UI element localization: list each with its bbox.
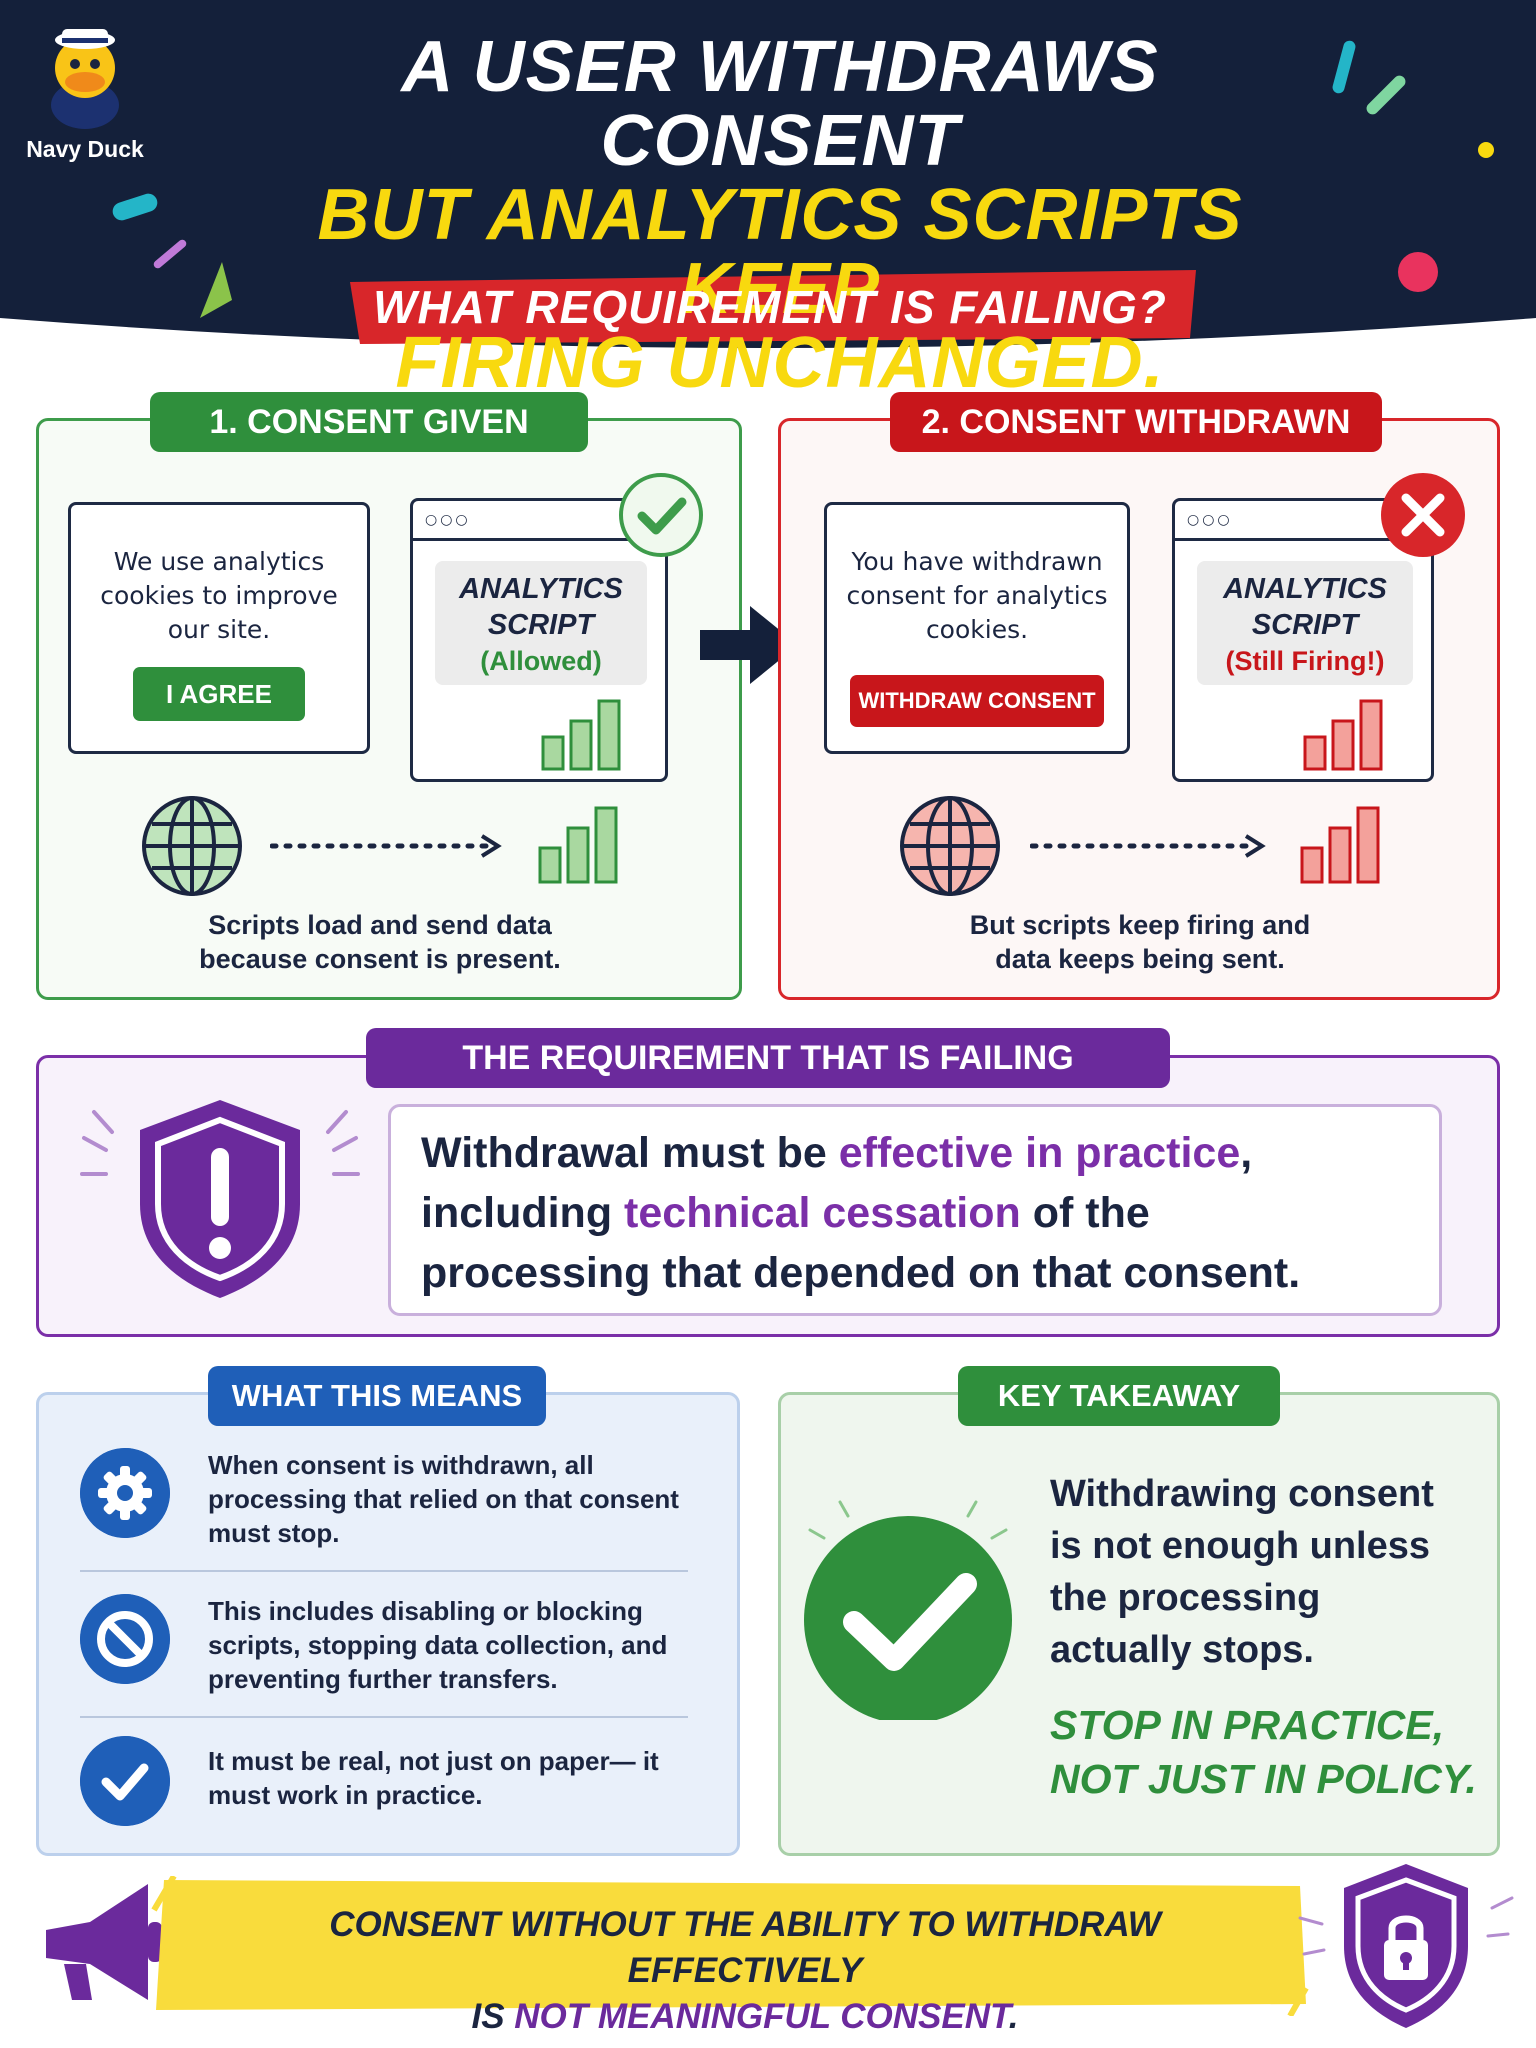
bar-chart-icon (1300, 806, 1380, 884)
bar-chart-icon (541, 699, 621, 771)
footer-text: IS (471, 1997, 515, 2036)
requirement-line-2: including technical cessation of the (421, 1183, 1409, 1243)
caption-line-1: Scripts load and send data (208, 910, 552, 940)
agree-button[interactable]: I AGREE (133, 667, 305, 721)
brand-name: Navy Duck (26, 136, 144, 162)
slogan-line-1: STOP IN PRACTICE, (1050, 1702, 1445, 1748)
window-titlebar: ○○○ (1175, 501, 1431, 541)
script-window-allowed: ○○○ ANALYTICS SCRIPT (Allowed) (410, 498, 668, 782)
megaphone-icon (46, 1884, 162, 2000)
caption-line-2: because consent is present. (199, 944, 561, 974)
consent-withdrawn-caption: But scripts keep firing and data keeps b… (860, 908, 1420, 976)
script-title-2: SCRIPT (487, 609, 595, 641)
slogan-line-2: NOT JUST IN POLICY. (1050, 1756, 1477, 1802)
warning-shield-icon (80, 1100, 360, 1298)
requirement-label: THE REQUIREMENT THAT IS FAILING (366, 1028, 1170, 1088)
requirement-text: of the (1020, 1189, 1150, 1237)
script-label: ANALYTICS SCRIPT (Still Firing!) (1197, 561, 1413, 685)
block-icon (80, 1594, 170, 1684)
list-item-text: It must be real, not just on paper— it m… (208, 1746, 659, 1810)
divider (80, 1716, 688, 1718)
script-title-1: ANALYTICS (1223, 573, 1387, 605)
x-badge-icon (1381, 473, 1465, 557)
requirement-line-1: Withdrawal must be effective in practice… (421, 1123, 1409, 1183)
check-badge-icon (619, 473, 703, 557)
title-line-2: BUT ANALYTICS SCRIPTS KEEP (317, 175, 1243, 329)
key-takeaway-slogan: STOP IN PRACTICE, NOT JUST IN POLICY. (1050, 1698, 1490, 1806)
footer-line-2: IS NOT MEANINGFUL CONSENT. (210, 1994, 1280, 2040)
divider (80, 1570, 688, 1572)
script-label: ANALYTICS SCRIPT (Allowed) (435, 561, 647, 685)
bar-chart-icon (538, 806, 618, 884)
footer-highlight: NOT MEANINGFUL CONSENT (514, 1997, 1009, 2036)
requirement-statement: Withdrawal must be effective in practice… (388, 1104, 1442, 1316)
footer-line-1: CONSENT WITHOUT THE ABILITY TO WITHDRAW … (329, 1905, 1161, 1990)
caption-line-1: But scripts keep firing and (969, 910, 1311, 940)
title-line-3: FIRING UNCHANGED. (395, 323, 1165, 403)
script-status: (Allowed) (480, 646, 602, 676)
question-banner: WHAT REQUIREMENT IS FAILING? (373, 281, 1167, 333)
list-item-text: This includes disabling or blocking scri… (208, 1596, 668, 1694)
requirement-text: , (1240, 1129, 1253, 1177)
consent-given-label: 1. CONSENT GIVEN (150, 392, 588, 452)
consent-withdrawn-label: 2. CONSENT WITHDRAWN (890, 392, 1382, 452)
lock-shield-icon (1298, 1864, 1514, 2028)
withdrawal-banner: You have withdrawn consent for analytics… (824, 502, 1130, 754)
script-title-1: ANALYTICS (459, 573, 623, 605)
requirement-highlight: technical cessation (624, 1189, 1021, 1237)
duck-mascot-icon (51, 29, 119, 129)
header: Navy Duck A USER WITHDRAWS CONSENT BUT A… (0, 0, 1536, 400)
title-line-1: A USER WITHDRAWS CONSENT (401, 27, 1159, 181)
right-arrow-icon (700, 606, 798, 684)
data-flow-arrow-icon (1030, 834, 1266, 858)
globe-icon (142, 796, 242, 896)
script-status: (Still Firing!) (1225, 646, 1385, 676)
withdraw-consent-button[interactable]: WITHDRAW CONSENT (850, 675, 1104, 727)
header-background (0, 0, 1536, 348)
big-check-icon (804, 1500, 1012, 1720)
list-item-text: When consent is withdrawn, all processin… (208, 1450, 679, 1548)
script-title-2: SCRIPT (1251, 609, 1359, 641)
logo: Navy Duck (20, 20, 150, 163)
script-window-still-firing: ○○○ ANALYTICS SCRIPT (Still Firing!) (1172, 498, 1434, 782)
caption-line-2: data keeps being sent. (995, 944, 1285, 974)
requirement-text: including (421, 1189, 625, 1237)
gear-icon (80, 1448, 170, 1538)
cookie-banner: We use analytics cookies to improve our … (68, 502, 370, 754)
window-titlebar: ○○○ (413, 501, 665, 541)
requirement-text: Withdrawal must be (421, 1129, 839, 1177)
footer-banner (151, 1876, 1309, 2016)
cookie-banner-text: We use analytics cookies to improve our … (100, 547, 338, 644)
window-dots-icon: ○○○ (1187, 512, 1233, 528)
key-takeaway-label: KEY TAKEAWAY (958, 1366, 1280, 1426)
what-this-means-label: WHAT THIS MEANS (208, 1366, 546, 1426)
consent-given-caption: Scripts load and send data because conse… (100, 908, 660, 976)
bar-chart-icon (1303, 699, 1383, 771)
check-icon (80, 1736, 170, 1826)
footer-message: CONSENT WITHOUT THE ABILITY TO WITHDRAW … (210, 1902, 1280, 2040)
requirement-line-3: processing that depended on that consent… (421, 1249, 1301, 1297)
data-flow-arrow-icon (270, 834, 502, 858)
footer-text: . (1008, 1997, 1019, 2036)
window-dots-icon: ○○○ (425, 512, 471, 528)
globe-icon (900, 796, 1000, 896)
requirement-highlight: effective in practice (838, 1129, 1241, 1177)
key-takeaway-text: Withdrawing consent is not enough unless… (1050, 1473, 1434, 1671)
page-title: A USER WITHDRAWS CONSENT BUT ANALYTICS S… (230, 30, 1330, 400)
withdrawal-banner-text: You have withdrawn consent for analytics… (846, 547, 1108, 644)
